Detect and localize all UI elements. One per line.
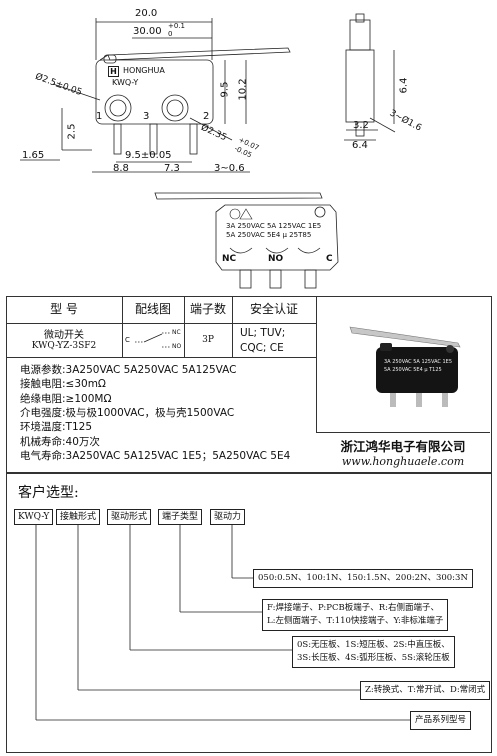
spec-label: 机械寿命: — [20, 435, 66, 448]
terminal-options-line-1: F:焊接端子、P:PCB板端子、R:右侧面端子、 — [267, 603, 439, 613]
dim-8-8: 8.8 — [113, 163, 129, 174]
cqc-logo — [229, 208, 241, 220]
switch-body-bottom — [215, 204, 339, 271]
spec-value: ≥100MΩ — [65, 392, 112, 405]
spec-row: 机械寿命:40万次 — [20, 435, 100, 448]
cert-line-2: CQC; CE — [240, 342, 284, 354]
series-label: 产品系列型号 — [410, 711, 472, 730]
pin-label-2: 2 — [203, 111, 210, 122]
svg-text:5A 250VAC 5E4 μ T125: 5A 250VAC 5E4 μ T125 — [384, 367, 442, 373]
spec-value: ≤30mΩ — [65, 378, 106, 391]
select-box-series: KWQ-Y — [14, 509, 54, 525]
dim-30-tol-down: 0 — [168, 30, 173, 38]
company-url[interactable]: www.honghuaele.com — [341, 455, 465, 468]
wiring-no: NO — [172, 343, 182, 350]
rating-line-2: 5A 250VAC 5E4 μ 25T85 — [226, 231, 312, 239]
wiring-diagram — [135, 332, 170, 348]
spec-value: 3A250VAC 5A250VAC 5A125VAC — [65, 364, 237, 376]
dim-3-06: 3~0.6 — [214, 163, 245, 174]
select-box-terminal: 端子类型 — [158, 509, 203, 525]
model-small-label: KWQ-Y — [112, 78, 139, 87]
force-options: 050:0.5N、100:1N、150:1.5N、200:2N、300:3N — [253, 569, 473, 588]
terminal-no: NO — [268, 254, 284, 264]
spec-label: 环境温度: — [20, 421, 66, 434]
contact-options: Z:转换式、T:常开试、D:常闭式 — [360, 681, 491, 700]
spec-value: 极与极1000VAC，极与壳1500VAC — [65, 406, 235, 419]
spec-row: 电气寿命:3A250VAC 5A125VAC 1E5；5A250VAC 5E4 — [20, 451, 290, 462]
warning-triangle — [239, 208, 253, 220]
spec-label: 电气寿命: — [20, 449, 66, 462]
terminal-nc: NC — [222, 254, 237, 264]
spec-value: 3A250VAC 5A125VAC 1E5；5A250VAC 5E4 — [65, 449, 291, 462]
terminal-c: C — [326, 254, 333, 264]
mechanical-drawing — [20, 13, 396, 289]
brand-logo-icon: H — [108, 66, 119, 77]
company-name: 浙江鸿华电子有限公司 — [340, 439, 466, 454]
terminal-options: F:焊接端子、P:PCB板端子、R:右侧面端子、 L:左侧面端子、T:110快接… — [262, 599, 449, 631]
dim-7-3: 7.3 — [164, 163, 180, 174]
actuator-options-line-2: 3S:长压板、4S:弧形压板、5S:滚轮压板 — [297, 653, 450, 663]
header-certification: 安全认证 — [249, 301, 298, 316]
spec-row: 接触电阻:≤30mΩ — [20, 379, 106, 390]
model-code: KWQ-YZ-3SF2 — [31, 341, 97, 351]
select-box-actuator: 驱动形式 — [107, 509, 152, 525]
spec-section — [6, 296, 492, 473]
cert-line-1: UL; TUV; — [240, 327, 286, 339]
dim-30: 30.00 — [133, 26, 162, 37]
selection-title: 客户选型: — [18, 485, 79, 501]
select-box-force: 驱动力 — [210, 509, 246, 525]
spec-value: T125 — [65, 421, 93, 434]
spec-label: 介电强度: — [20, 406, 66, 419]
mount-hole-left — [104, 94, 132, 122]
spec-label: 绝缘电阻: — [20, 392, 66, 405]
spec-row: 环境温度:T125 — [20, 422, 92, 433]
header-wiring: 配线图 — [134, 301, 171, 316]
wiring-nc: NC — [172, 329, 181, 336]
spec-row: 绝缘电阻:≥100MΩ — [20, 392, 112, 405]
selection-section — [6, 473, 492, 753]
dim-6-4-horizontal: 6.4 — [352, 140, 368, 151]
wiring-c: C — [125, 336, 130, 344]
terminal-options-line-2: L:左侧面端子、T:110快接端子、Y:非标准端子 — [267, 616, 444, 626]
brand-label: HONGHUA — [123, 66, 165, 75]
pin-label-1: 1 — [96, 111, 103, 122]
svg-text:3A 250VAC 5A 125VAC 1E5: 3A 250VAC 5A 125VAC 1E5 — [384, 359, 452, 365]
mount-hole-right — [161, 94, 189, 122]
actuator-options: 0S:无压板、1S:短压板、2S:中直压板、 3S:长压板、4S:弧形压板、5S… — [292, 636, 455, 668]
dim-1-65: 1.65 — [22, 150, 45, 161]
spec-row: 介电强度:极与极1000VAC，极与壳1500VAC — [20, 408, 234, 419]
spec-label: 电源参数: — [20, 364, 66, 376]
header-terminals: 端子数 — [189, 301, 226, 316]
rating-line-1: 3A 250VAC 5A 125VAC 1E5 — [226, 222, 322, 230]
product-photo: 3A 250VAC 5A 125VAC 1E5 5A 250VAC 5E4 μ … — [349, 326, 461, 407]
pin-label-3: 3 — [143, 111, 150, 122]
spec-value: 40万次 — [65, 435, 100, 448]
terminal-count: 3P — [202, 335, 214, 346]
dim-3-2: 3.2 — [353, 120, 369, 131]
dim-20: 20.0 — [135, 8, 158, 19]
header-model: 型 号 — [50, 301, 78, 316]
spec-row: 电源参数:3A250VAC 5A250VAC 5A125VAC — [20, 365, 236, 376]
dim-pitch: 9.5±0.05 — [125, 150, 172, 161]
select-box-contact: 接触形式 — [56, 509, 101, 525]
actuator-options-line-1: 0S:无压板、1S:短压板、2S:中直压板、 — [297, 640, 450, 650]
dim-30-tol-up: +0.1 — [168, 22, 185, 30]
model-name: 微动开关 — [44, 330, 84, 341]
spec-label: 接触电阻: — [20, 378, 66, 391]
